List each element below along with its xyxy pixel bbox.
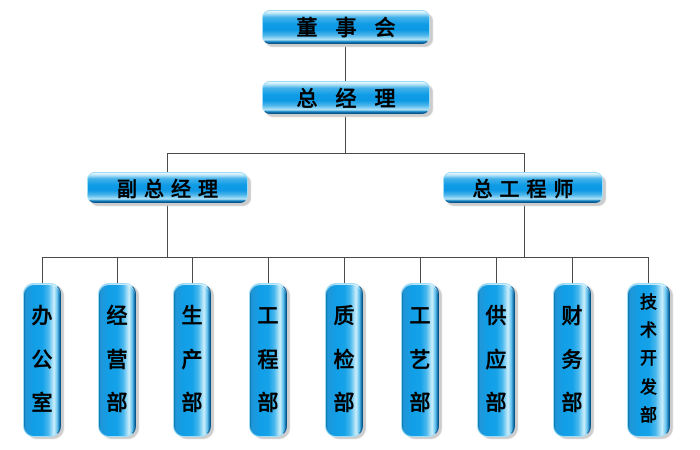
- org-node-board: 董事会: [262, 10, 430, 44]
- connector-drop-dept8: [572, 257, 573, 283]
- org-node-dept-business-label: 经营部: [99, 284, 135, 436]
- connector-gm-down: [345, 114, 346, 154]
- vertical-char: 检: [333, 347, 355, 372]
- vertical-char: 部: [640, 405, 657, 426]
- org-node-chief-engineer-label: 总工程师: [472, 177, 581, 201]
- org-node-dept-quality-label: 质检部: [326, 284, 362, 436]
- connector-rail-departments: [42, 257, 649, 258]
- org-node-dept-tech-development: 技术开发部: [627, 283, 670, 437]
- vertical-char: 部: [257, 390, 279, 415]
- vertical-char: 部: [333, 390, 355, 415]
- org-node-dept-process-label: 工艺部: [402, 284, 438, 436]
- org-node-dept-finance: 财务部: [553, 283, 591, 437]
- connector-rail-level3: [167, 153, 525, 154]
- org-node-dept-process: 工艺部: [401, 283, 439, 437]
- org-node-dept-finance-label: 财务部: [554, 284, 590, 436]
- vertical-char: 生: [181, 304, 203, 329]
- vertical-char: 质: [333, 304, 355, 329]
- org-node-dept-production-label: 生产部: [174, 284, 210, 436]
- org-node-dept-tech-development-label: 技术开发部: [628, 284, 669, 436]
- org-node-dept-engineering-label: 工程部: [250, 284, 286, 436]
- vertical-char: 应: [485, 347, 507, 372]
- vertical-char: 供: [485, 304, 507, 329]
- vertical-char: 发: [640, 377, 657, 398]
- vertical-char: 程: [257, 347, 279, 372]
- org-node-dept-quality: 质检部: [325, 283, 363, 437]
- vertical-char: 公: [31, 347, 53, 372]
- connector-drop-dept3: [192, 257, 193, 283]
- connector-drop-dept2: [117, 257, 118, 283]
- connector-drop-dept5: [344, 257, 345, 283]
- connector-rail-dgm: [167, 153, 168, 172]
- org-node-dept-supply: 供应部: [477, 283, 515, 437]
- connector-drop-dept4: [268, 257, 269, 283]
- vertical-char: 部: [409, 390, 431, 415]
- connector-ce-down: [524, 203, 525, 257]
- vertical-char: 部: [181, 390, 203, 415]
- vertical-char: 务: [561, 347, 583, 372]
- org-node-deputy-general-manager-label: 副总经理: [117, 177, 225, 201]
- org-node-dept-production: 生产部: [173, 283, 211, 437]
- connector-drop-dept7: [496, 257, 497, 283]
- org-node-board-label: 董事会: [296, 16, 414, 40]
- org-node-dept-office-label: 办公室: [24, 284, 60, 436]
- vertical-char: 术: [640, 321, 657, 342]
- vertical-char: 部: [485, 390, 507, 415]
- org-node-deputy-general-manager: 副总经理: [87, 172, 248, 203]
- org-node-dept-engineering: 工程部: [249, 283, 287, 437]
- connector-drop-dept6: [420, 257, 421, 283]
- vertical-char: 开: [640, 349, 657, 370]
- org-node-general-manager-label: 总经理: [296, 86, 414, 111]
- vertical-char: 经: [106, 304, 128, 329]
- vertical-char: 办: [31, 304, 53, 329]
- org-node-dept-business: 经营部: [98, 283, 136, 437]
- vertical-char: 室: [31, 390, 53, 415]
- org-node-dept-supply-label: 供应部: [478, 284, 514, 436]
- vertical-char: 产: [181, 347, 203, 372]
- org-node-dept-office: 办公室: [23, 283, 61, 437]
- vertical-char: 部: [106, 390, 128, 415]
- vertical-char: 营: [106, 347, 128, 372]
- vertical-char: 部: [561, 390, 583, 415]
- connector-rail-ce: [524, 153, 525, 172]
- connector-drop-dept9: [648, 257, 649, 283]
- vertical-char: 艺: [409, 347, 431, 372]
- connector-drop-dept1: [42, 257, 43, 283]
- vertical-char: 财: [561, 304, 583, 329]
- org-node-chief-engineer: 总工程师: [443, 172, 603, 203]
- connector-dgm-down: [167, 203, 168, 257]
- vertical-char: 技: [640, 293, 657, 314]
- vertical-char: 工: [257, 304, 279, 329]
- connector-board-gm: [345, 44, 346, 82]
- org-node-general-manager: 总经理: [262, 81, 430, 114]
- vertical-char: 工: [409, 304, 431, 329]
